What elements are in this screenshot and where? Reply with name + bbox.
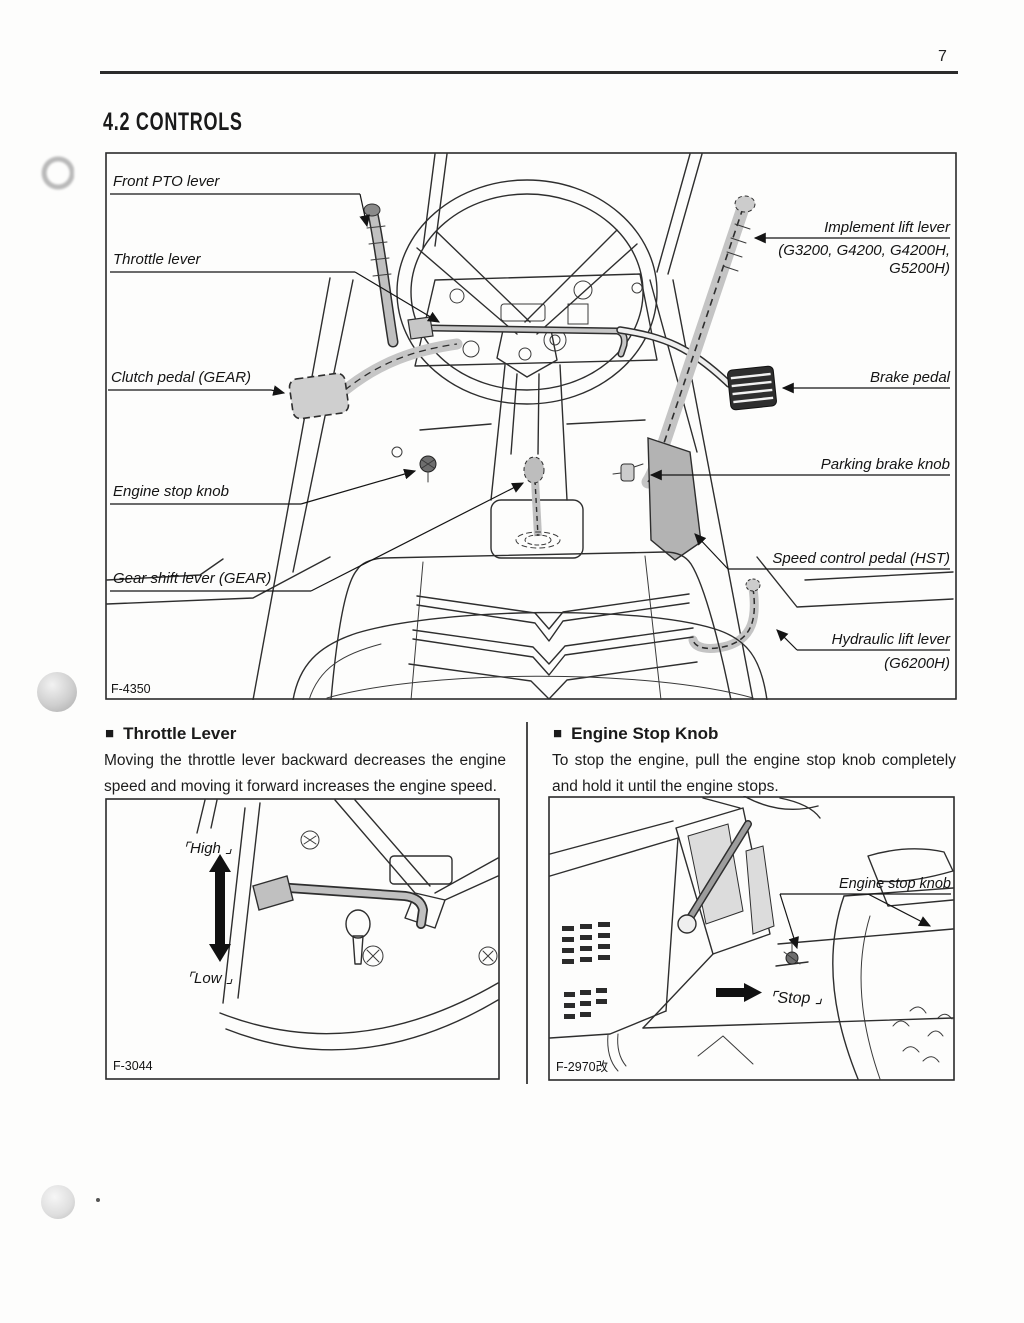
header-rule [100, 71, 958, 74]
label-gear-shift: Gear shift lever (GEAR) [113, 570, 271, 587]
label-speed-control: Speed control pedal (HST) [772, 550, 950, 567]
figure-code-f4350: F-4350 [111, 682, 151, 696]
front-pto-lever [363, 203, 399, 348]
engine-stop-knob [391, 446, 437, 483]
throttle-figure: ⌜High ⌟ ⌜Low ⌟ F-3044 [105, 798, 500, 1080]
controls-figure-svg: Front PTO lever Throttle lever Clutch pe… [105, 152, 957, 701]
figure-border [105, 152, 957, 700]
high-low-arrow [209, 854, 231, 962]
stop-arrow [716, 983, 762, 1002]
label-throttle: Throttle lever [113, 251, 202, 268]
section-bullet-icon: ■ [553, 725, 563, 742]
grille-slots [562, 922, 610, 1019]
leader-lines [779, 893, 951, 950]
scan-artifact-hole-2 [41, 1185, 75, 1219]
label-implement-lift-models1: (G3200, G4200, G4200H, [778, 242, 950, 259]
label-implement-lift: Implement lift lever [824, 219, 951, 236]
figure-code-f2970: F-2970改 [556, 1060, 609, 1074]
figure-border [105, 798, 500, 1080]
label-engine-stop-knob: Engine stop knob [839, 876, 951, 892]
label-stop: ⌜Stop ⌟ [770, 990, 823, 1007]
section-bullet-icon: ■ [105, 725, 115, 742]
column-divider [526, 722, 528, 1084]
label-implement-lift-models2: G5200H) [889, 260, 950, 277]
label-engine-stop: Engine stop knob [113, 483, 229, 500]
scan-artifact-hole-1 [37, 672, 77, 712]
throttle-section-body: Moving the throttle lever backward decre… [104, 752, 506, 795]
tractor-side-view [549, 795, 954, 1080]
throttle-lever-detail [252, 875, 429, 929]
figure-code-f3044: F-3044 [113, 1059, 153, 1073]
seat [292, 551, 768, 701]
label-clutch: Clutch pedal (GEAR) [111, 369, 251, 386]
label-low: ⌜Low ⌟ [187, 970, 233, 987]
section-heading: 4.2 CONTROLS [103, 108, 243, 136]
engine-stop-figure: Engine stop knob ⌜Stop ⌟ F-2970改 [548, 795, 955, 1081]
clutch-pedal [288, 338, 463, 420]
engine-stop-figure-svg: Engine stop knob ⌜Stop ⌟ F-2970改 [548, 795, 955, 1081]
label-hydraulic-lift: Hydraulic lift lever [832, 631, 951, 648]
throttle-section-title: ■Throttle Lever [105, 724, 237, 743]
label-front-pto: Front PTO lever [113, 173, 220, 190]
label-parking-brake: Parking brake knob [821, 456, 950, 473]
label-high: ⌜High ⌟ [183, 840, 232, 857]
label-hydraulic-lift-models: (G6200H) [884, 655, 950, 672]
label-brake: Brake pedal [870, 369, 951, 386]
leader-lines [108, 193, 950, 651]
scan-artifact-dot [96, 1198, 100, 1202]
figure-border [548, 796, 955, 1081]
engine-stop-section-title: ■Engine Stop Knob [553, 724, 719, 743]
parking-brake-knob [612, 463, 644, 482]
controls-figure: Front PTO lever Throttle lever Clutch pe… [105, 152, 957, 701]
engine-stop-section-body: To stop the engine, pull the engine stop… [552, 752, 956, 795]
speed-control-pedal [647, 437, 702, 561]
gear-shift-lever [515, 456, 561, 549]
page-number: 7 [938, 48, 947, 65]
throttle-figure-svg: ⌜High ⌟ ⌜Low ⌟ F-3044 [105, 798, 500, 1080]
hydraulic-lift-lever [688, 578, 761, 653]
scan-artifact-crescent [30, 152, 74, 202]
dash-line-art [196, 799, 499, 1051]
brake-pedal [616, 326, 777, 411]
steering-wheel [396, 179, 658, 455]
figure-labels: Front PTO lever Throttle lever Clutch pe… [111, 173, 951, 696]
